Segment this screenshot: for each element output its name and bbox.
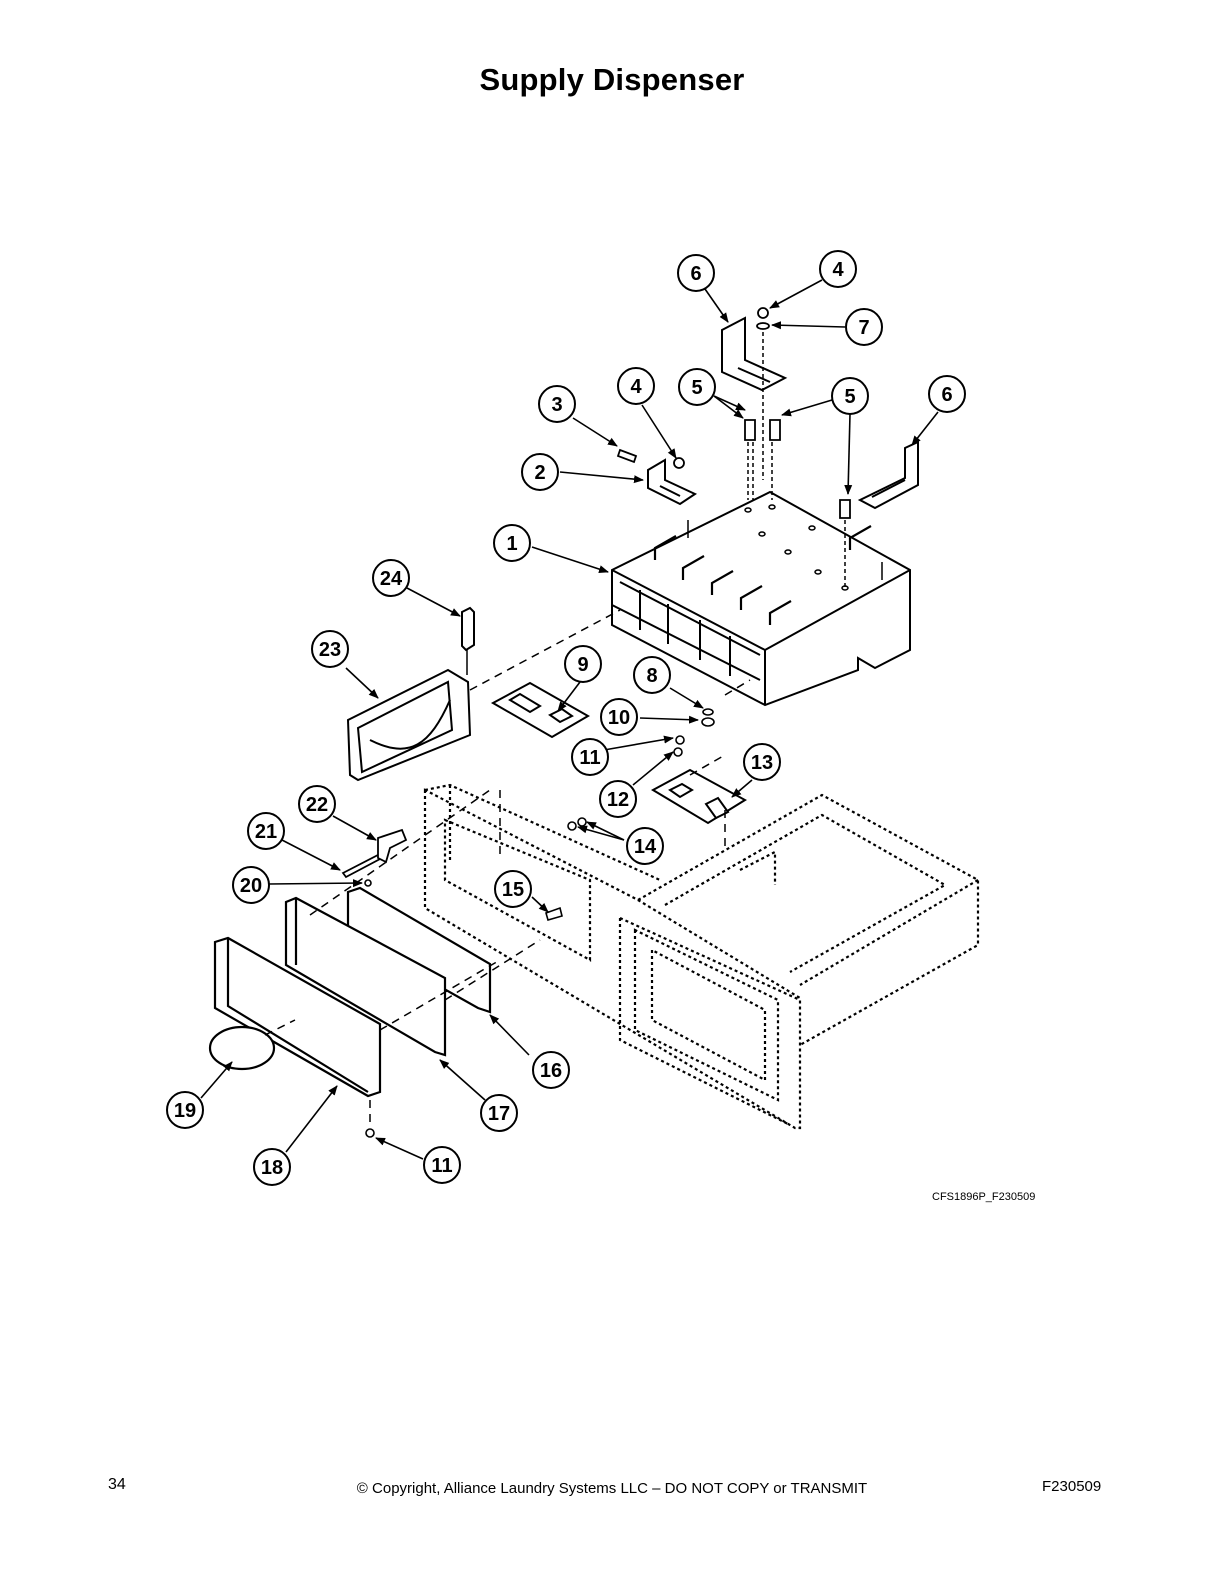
callout-11-bottom: 11: [423, 1146, 461, 1184]
supply-box: [611, 490, 911, 707]
callout-16: 16: [532, 1051, 570, 1089]
callout-10: 10: [600, 698, 638, 736]
svg-text:5: 5: [844, 386, 855, 408]
svg-text:3: 3: [551, 394, 562, 416]
callout-3: 3: [538, 385, 576, 423]
callout-13: 13: [743, 743, 781, 781]
callout-5-right: 5: [831, 377, 869, 415]
callout-12: 12: [599, 780, 637, 818]
callouts: 6 4 7 4 5 5 6 3 2 1 24 23 9 8 10 11 12 1…: [166, 250, 966, 1186]
svg-text:6: 6: [941, 384, 952, 406]
svg-text:8: 8: [646, 665, 657, 687]
callout-22: 22: [298, 785, 336, 823]
callout-15: 15: [494, 870, 532, 908]
svg-text:23: 23: [319, 639, 341, 661]
knob-parts: [341, 828, 408, 879]
svg-text:1: 1: [506, 533, 517, 555]
svg-text:14: 14: [634, 836, 657, 858]
svg-text:19: 19: [174, 1100, 196, 1122]
callout-21: 21: [247, 812, 285, 850]
dashed-guides-bottom: [264, 609, 751, 1128]
front-panels: [208, 886, 492, 1098]
bracket-top: [721, 316, 788, 392]
callout-7: 7: [845, 308, 883, 346]
callout-6-top: 6: [677, 254, 715, 292]
leader-lines: [200, 279, 939, 1160]
svg-text:21: 21: [255, 821, 277, 843]
callout-24: 24: [372, 559, 410, 597]
document-code: F230509: [1042, 1478, 1102, 1495]
callout-19: 19: [166, 1091, 204, 1129]
page-number: 34: [108, 1476, 126, 1493]
bracket-right: [857, 440, 919, 510]
svg-text:13: 13: [751, 752, 773, 774]
callout-4-top: 4: [819, 250, 857, 288]
svg-text:18: 18: [261, 1157, 283, 1179]
svg-text:9: 9: [577, 654, 588, 676]
cabinet-outline: [423, 783, 980, 1130]
svg-text:5: 5: [691, 377, 702, 399]
callout-9: 9: [564, 645, 602, 683]
callout-1: 1: [493, 524, 531, 562]
svg-text:15: 15: [502, 879, 524, 901]
callout-23: 23: [311, 630, 349, 668]
svg-text:4: 4: [630, 376, 642, 398]
fittings: [616, 307, 851, 519]
svg-text:17: 17: [488, 1103, 510, 1125]
svg-text:20: 20: [240, 875, 262, 897]
svg-text:7: 7: [858, 317, 869, 339]
callout-4-mid: 4: [617, 367, 655, 405]
figure-code: CFS1896P_F230509: [932, 1191, 1036, 1203]
svg-text:11: 11: [431, 1155, 452, 1177]
copyright-notice: © Copyright, Alliance Laundry Systems LL…: [356, 1480, 868, 1497]
svg-text:12: 12: [607, 789, 629, 811]
callout-2: 2: [521, 453, 559, 491]
svg-text:11: 11: [579, 747, 600, 769]
valve-assembly-9: [490, 681, 591, 739]
callout-18: 18: [253, 1148, 291, 1186]
callout-14: 14: [626, 827, 664, 865]
svg-text:10: 10: [608, 707, 630, 729]
callout-6-right: 6: [928, 375, 966, 413]
callout-5-left: 5: [678, 368, 716, 406]
small-hardware: [364, 708, 715, 1138]
dashed-guides-top: [747, 332, 846, 590]
callout-17: 17: [480, 1094, 518, 1132]
bracket-small: [647, 458, 698, 506]
svg-text:2: 2: [534, 462, 545, 484]
callout-8: 8: [633, 656, 671, 694]
svg-text:22: 22: [306, 794, 328, 816]
svg-text:16: 16: [540, 1060, 562, 1082]
svg-text:4: 4: [832, 259, 844, 281]
valve-assembly-13: [650, 768, 747, 825]
callout-11-mid: 11: [571, 738, 609, 776]
callout-20: 20: [232, 866, 270, 904]
svg-text:6: 6: [690, 263, 701, 285]
dispenser-cup: [346, 606, 475, 782]
page-title: Supply Dispenser: [479, 62, 745, 97]
svg-text:24: 24: [380, 568, 403, 590]
